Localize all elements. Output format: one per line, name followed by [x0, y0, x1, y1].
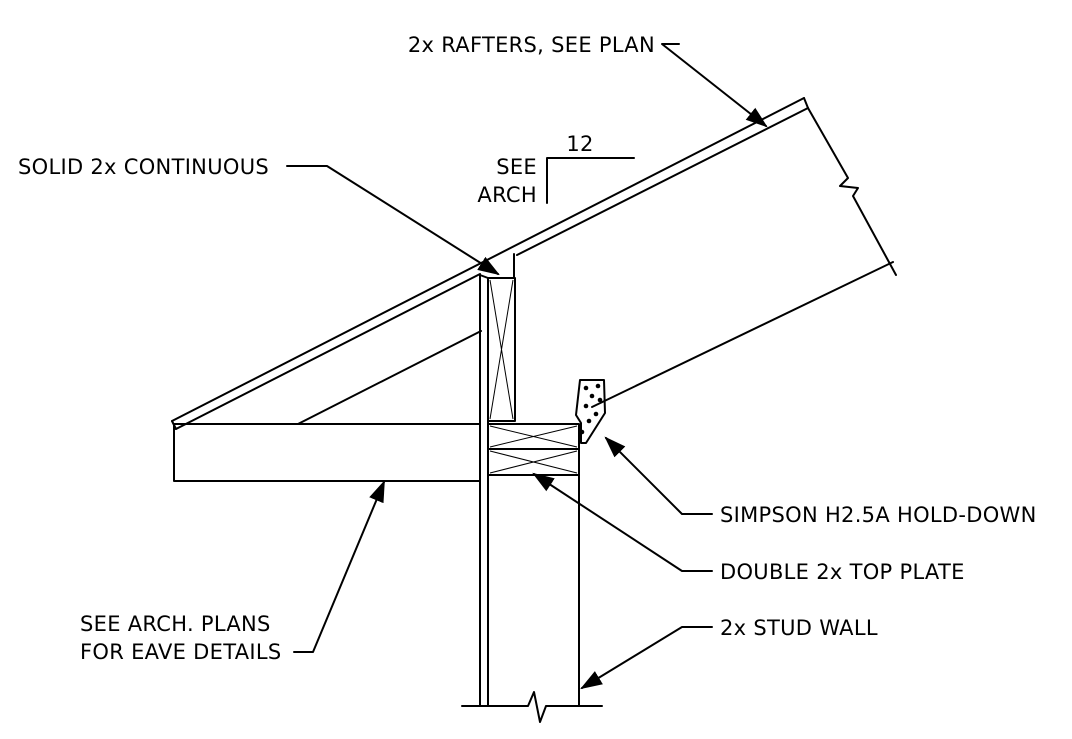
rafters-label: 2x RAFTERS, SEE PLAN — [408, 33, 655, 57]
eave-label-line2: FOR EAVE DETAILS — [80, 640, 282, 664]
solid-continuous-label: SOLID 2x CONTINUOUS — [18, 155, 269, 179]
slope-see-label: SEE — [496, 155, 537, 179]
rafter-break-line — [807, 107, 897, 276]
top-plate-label: DOUBLE 2x TOP PLATE — [720, 560, 965, 584]
slope-indicator: 12 SEE ARCH — [477, 132, 635, 207]
simpson-hold-down-clip — [575, 379, 606, 444]
stud-wall-label: 2x STUD WALL — [720, 616, 878, 640]
stud-wall — [461, 274, 603, 723]
slope-run-label: 12 — [566, 132, 593, 156]
stud-wall-leader — [580, 626, 713, 690]
eave-fascia — [173, 423, 481, 482]
solid-blocking — [487, 253, 516, 422]
eave-label-line1: SEE ARCH. PLANS — [80, 612, 271, 636]
hold-down-label: SIMPSON H2.5A HOLD-DOWN — [720, 503, 1037, 527]
leader-lines — [286, 43, 768, 690]
rafters-leader — [661, 43, 768, 128]
hold-down-leader — [604, 436, 713, 515]
solid-blocking-leader — [286, 165, 500, 276]
top-plate-leader — [532, 472, 713, 572]
rafter — [171, 97, 897, 430]
eave-leader — [293, 479, 385, 653]
slope-arch-label: ARCH — [477, 183, 537, 207]
double-top-plate — [487, 423, 580, 476]
wall-break-line — [461, 691, 603, 723]
